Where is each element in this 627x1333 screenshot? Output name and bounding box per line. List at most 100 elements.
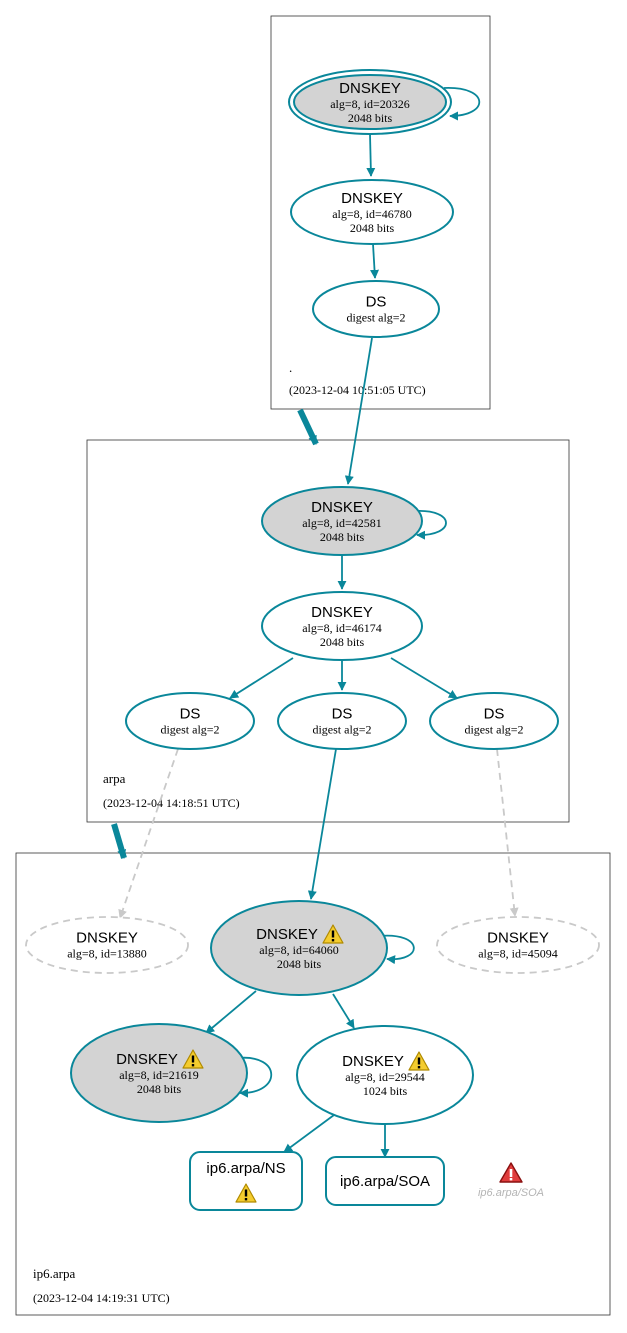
- zone-root: . (2023-12-04 10:51:05 UTC): [270, 15, 491, 410]
- edge-arpa-zsk-to-arpa-ds-3: [390, 657, 458, 699]
- node-algorithm: alg=8, id=45094: [478, 947, 558, 961]
- node-algorithm: digest alg=2: [464, 723, 523, 737]
- node-shape: [429, 692, 559, 750]
- node-shape: [261, 591, 423, 661]
- node-algorithm: alg=8, id=46174: [302, 621, 382, 635]
- node-shape: [210, 900, 388, 996]
- edge-ip6-key-b-to-rrset-ns: [283, 1114, 335, 1153]
- node-title: DS: [180, 706, 201, 723]
- node-shape: [125, 692, 255, 750]
- edge-ip6-ksk-to-ip6-key-b: [332, 993, 355, 1029]
- node-algorithm: digest alg=2: [346, 311, 405, 325]
- edge-root-ds-to-arpa-ksk: [344, 337, 373, 485]
- node-key-size: 2048 bits: [348, 111, 393, 125]
- node-soa-error[interactable]: ip6.arpa/SOA: [478, 1162, 544, 1199]
- node-title: DNSKEY: [76, 930, 138, 947]
- edge-root-to-arpa: [297, 408, 319, 446]
- zone-label: arpa: [103, 771, 126, 786]
- edge-arpa-ds-1-to-ip6-missing-1: [118, 748, 179, 919]
- zone-arpa: arpa (2023-12-04 14:18:51 UTC): [86, 439, 570, 823]
- node-algorithm: alg=8, id=64060: [259, 943, 339, 957]
- edge-root-zsk-to-root-ds: [370, 243, 380, 279]
- rrset-label: ip6.arpa/NS: [206, 1160, 285, 1177]
- rrset-box: [189, 1151, 303, 1211]
- node-key-size: 2048 bits: [137, 1082, 182, 1096]
- zone-timestamp: (2023-12-04 14:18:51 UTC): [103, 796, 240, 810]
- warning-icon: [408, 1051, 430, 1071]
- node-algorithm: alg=8, id=42581: [302, 516, 382, 530]
- edge-ip6-ksk-to-ip6-key-a: [205, 990, 257, 1034]
- node-shape: [277, 692, 407, 750]
- node-rrset-soa[interactable]: ip6.arpa/SOA: [325, 1156, 445, 1206]
- node-rrset-ns[interactable]: ip6.arpa/NS: [189, 1151, 303, 1211]
- node-shape: [296, 1025, 474, 1125]
- node-title: DNSKEY: [339, 80, 401, 97]
- self-signature-loop: [378, 934, 415, 965]
- node-title: DNSKEY: [341, 190, 403, 207]
- node-key-size: 2048 bits: [320, 530, 365, 544]
- self-signature-loop: [237, 1056, 273, 1098]
- node-algorithm: alg=8, id=13880: [67, 947, 147, 961]
- node-title: DNSKEY: [256, 926, 318, 943]
- zone-box: [86, 439, 570, 823]
- rrset-label: ip6.arpa/SOA: [340, 1173, 430, 1190]
- zone-box: [270, 15, 491, 410]
- node-key-size: 2048 bits: [350, 221, 395, 235]
- zone-timestamp: (2023-12-04 14:19:31 UTC): [33, 1291, 170, 1305]
- node-shape: [293, 74, 447, 130]
- node-key-size: 2048 bits: [277, 957, 322, 971]
- node-title: DNSKEY: [116, 1051, 178, 1068]
- node-algorithm: alg=8, id=21619: [119, 1068, 199, 1082]
- zone-ip6arpa: ip6.arpa (2023-12-04 14:19:31 UTC): [15, 852, 611, 1316]
- zone-box: [15, 852, 611, 1316]
- error-label: ip6.arpa/SOA: [478, 1187, 544, 1199]
- node-shape: [261, 486, 423, 556]
- node-title: DNSKEY: [487, 930, 549, 947]
- node-algorithm: alg=8, id=29544: [345, 1070, 425, 1084]
- rrset-box: [325, 1156, 445, 1206]
- node-shape: [70, 1023, 248, 1123]
- node-shape: [25, 916, 189, 974]
- node-title: DNSKEY: [342, 1053, 404, 1070]
- node-title: DS: [366, 294, 387, 311]
- warning-icon: [182, 1049, 204, 1069]
- node-title: DS: [484, 706, 505, 723]
- error-icon: [499, 1162, 523, 1183]
- node-algorithm: alg=8, id=46780: [332, 207, 412, 221]
- node-algorithm: digest alg=2: [160, 723, 219, 737]
- edge-arpa-ds-3-to-ip6-missing-2: [496, 748, 519, 917]
- edge-arpa-zsk-to-arpa-ds-1: [229, 657, 294, 699]
- node-title: DNSKEY: [311, 604, 373, 621]
- node-key-size: 1024 bits: [363, 1084, 408, 1098]
- self-signature-loop: [443, 87, 481, 121]
- zone-label: ip6.arpa: [33, 1266, 75, 1281]
- self-signature-loop: [414, 510, 447, 540]
- edge-arpa-ds-2-to-ip6-ksk: [307, 748, 337, 900]
- node-shape: [290, 179, 454, 245]
- zone-label: .: [289, 360, 292, 375]
- edge-root-ksk-to-root-zsk: [366, 133, 376, 177]
- zone-timestamp: (2023-12-04 10:51:05 UTC): [289, 383, 426, 397]
- node-title: DNSKEY: [311, 499, 373, 516]
- node-algorithm: digest alg=2: [312, 723, 371, 737]
- node-key-size: 2048 bits: [320, 635, 365, 649]
- node-title: DS: [332, 706, 353, 723]
- node-algorithm: alg=8, id=20326: [330, 97, 410, 111]
- warning-icon: [322, 924, 344, 944]
- node-shape: [312, 280, 440, 338]
- warning-icon: [235, 1183, 257, 1203]
